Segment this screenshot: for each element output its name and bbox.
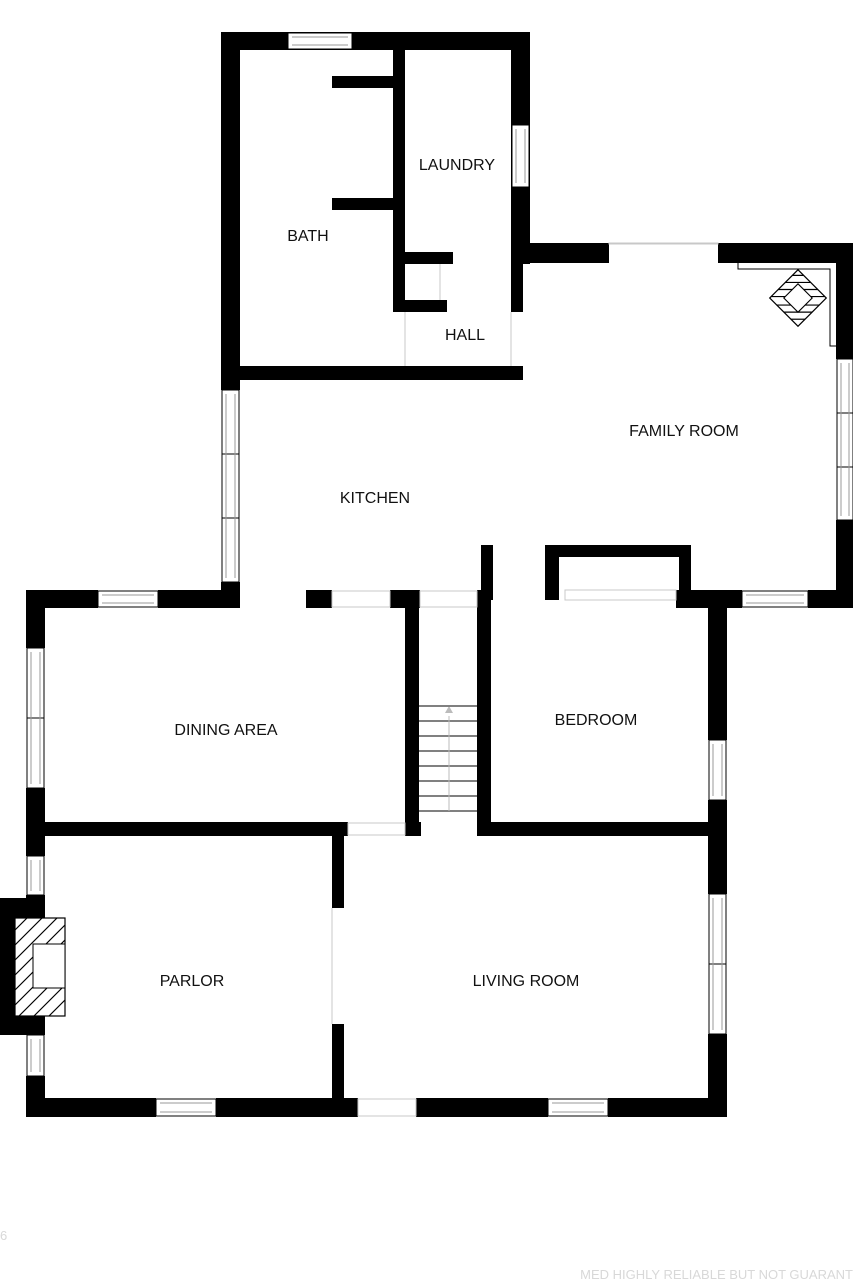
window [221,389,240,583]
window [741,590,809,608]
window [26,647,45,789]
footer-disclaimer: MED HIGHLY RELIABLE BUT NOT GUARANT [580,1267,853,1280]
room-labels: LAUNDRY BATH HALL FAMILY ROOM KITCHEN DI… [160,157,739,990]
room-label-parlor: PARLOR [160,973,225,990]
window [708,739,727,801]
window [708,893,727,1035]
window [836,358,853,521]
window [287,32,353,50]
stairs [419,705,477,812]
stair-arrow-icon [445,706,453,713]
room-label-dining-area: DINING AREA [174,722,277,739]
room-label-hall: HALL [445,327,485,344]
window [155,1098,217,1117]
window [511,124,530,188]
footer: 6 MED HIGHLY RELIABLE BUT NOT GUARANT [0,1228,853,1280]
openings [331,242,719,1117]
window [26,855,45,1077]
room-label-living-room: LIVING ROOM [473,973,580,990]
windows [26,32,853,1117]
window [97,590,159,608]
walls [0,32,853,1117]
footer-left-mark: 6 [0,1228,7,1243]
window [547,1098,609,1117]
room-label-family-room: FAMILY ROOM [629,423,739,440]
room-label-laundry: LAUNDRY [419,157,496,174]
room-label-kitchen: KITCHEN [340,490,410,507]
room-label-bath: BATH [287,228,328,245]
fireplace-parlor [14,917,66,1017]
fireplace-family-room [737,263,836,347]
room-label-bedroom: BEDROOM [555,712,638,729]
